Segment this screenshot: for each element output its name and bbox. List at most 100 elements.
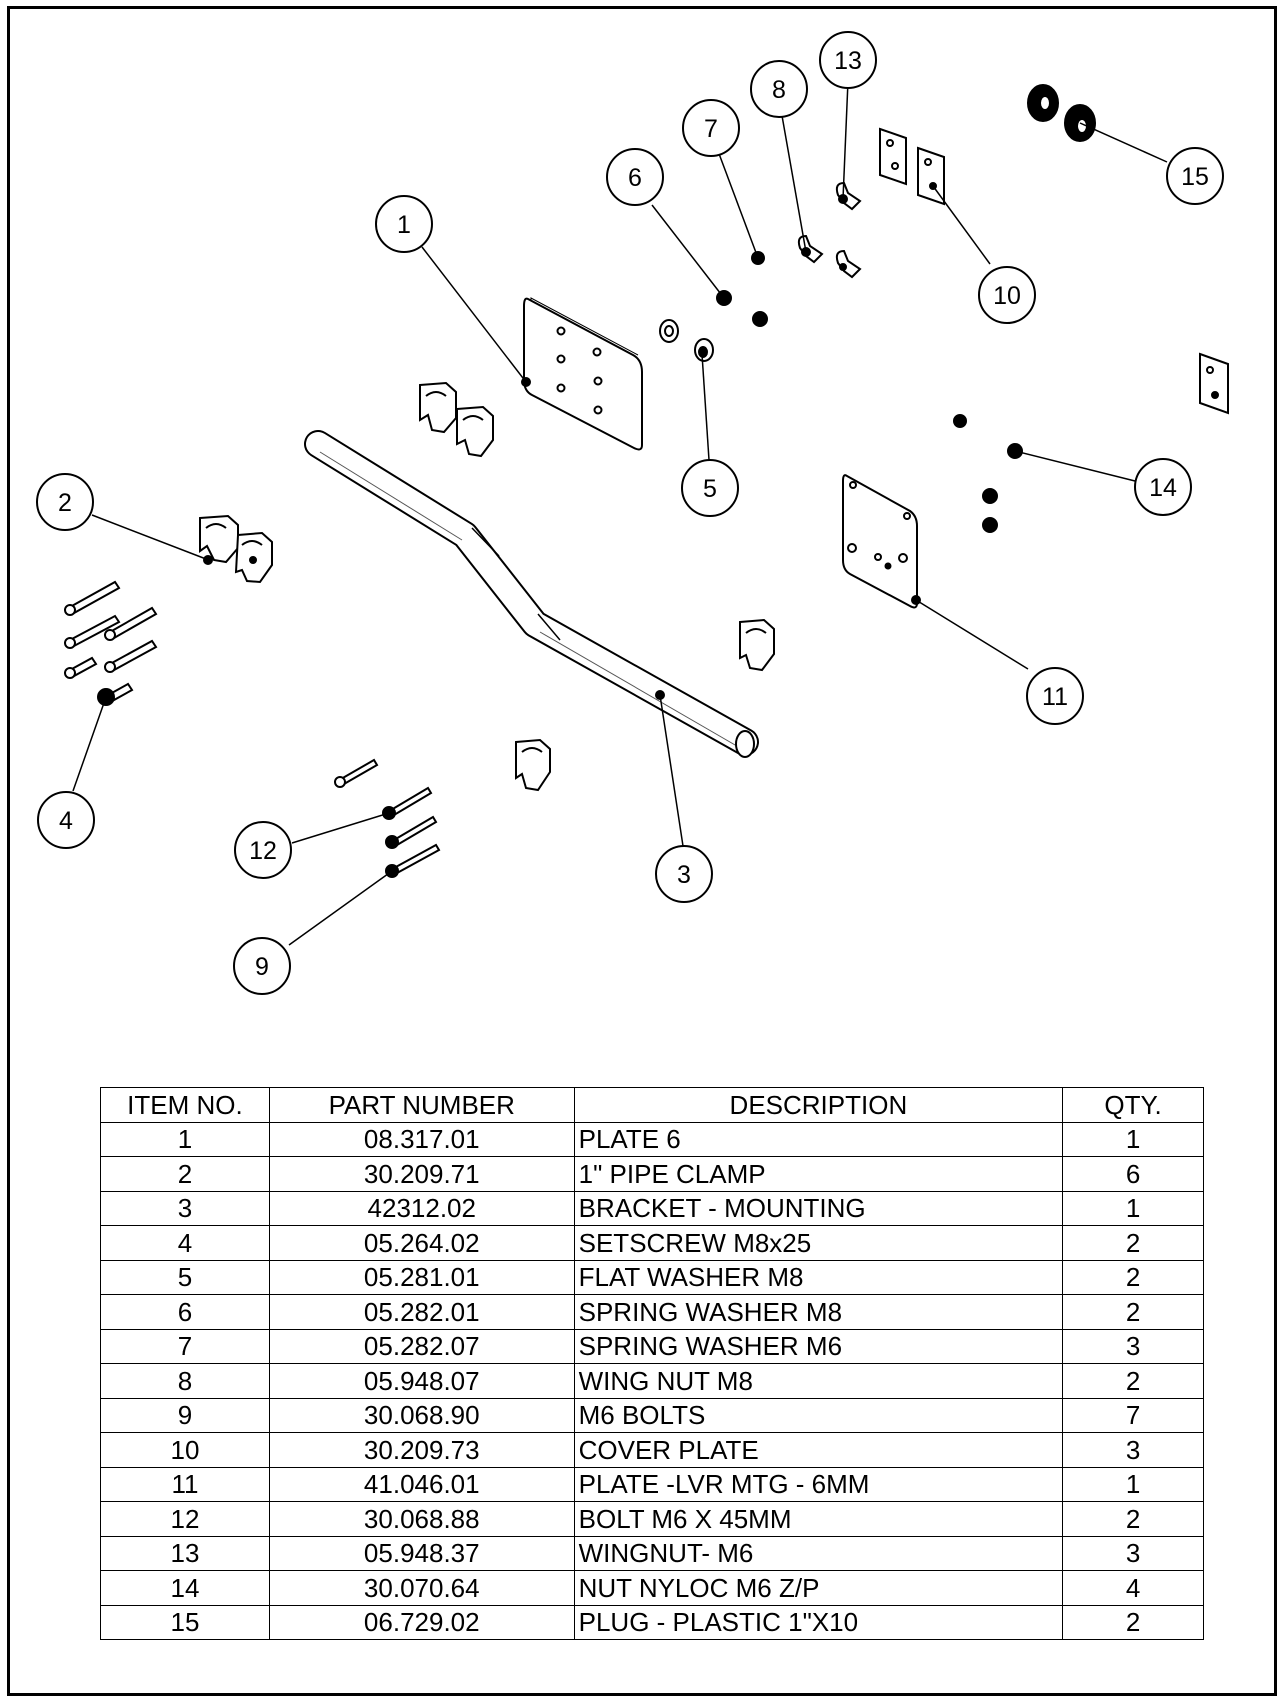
cell-part-number: 05.948.07 — [268, 1363, 575, 1399]
cell-description: PLATE -LVR MTG - 6MM — [573, 1466, 1064, 1502]
balloon-3: 3 — [655, 845, 713, 903]
cell-item-no: 10 — [100, 1432, 270, 1468]
cover-plate — [879, 127, 1229, 415]
balloon-label: 3 — [677, 861, 691, 889]
balloon-1: 1 — [375, 195, 433, 253]
pipe-clamp — [199, 381, 775, 792]
cell-description: NUT NYLOC M6 Z/P — [573, 1570, 1064, 1606]
wing-nuts — [797, 181, 862, 279]
balloon-10: 10 — [978, 266, 1036, 324]
cell-description: SPRING WASHER M6 — [573, 1328, 1064, 1364]
header-qty: QTY. — [1062, 1087, 1204, 1123]
cell-part-number: 41.046.01 — [268, 1466, 575, 1502]
cell-part-number: 05.281.01 — [268, 1259, 575, 1295]
washers — [659, 251, 768, 362]
cell-description: WINGNUT- M6 — [573, 1535, 1064, 1571]
cell-qty: 2 — [1062, 1294, 1204, 1330]
balloon-label: 5 — [703, 475, 717, 503]
leader-lines — [72, 80, 1168, 946]
cell-description: SETSCREW M8x25 — [573, 1225, 1064, 1261]
cell-description: COVER PLATE — [573, 1432, 1064, 1468]
cell-part-number: 30.068.88 — [268, 1501, 575, 1537]
header-description: DESCRIPTION — [573, 1087, 1064, 1123]
plastic-plugs — [1027, 84, 1096, 142]
balloon-label: 15 — [1181, 163, 1209, 191]
balloon-label: 10 — [993, 282, 1021, 310]
cell-description: PLUG - PLASTIC 1"X10 — [573, 1604, 1064, 1640]
balloon-9: 9 — [233, 937, 291, 995]
balloon-label: 6 — [628, 164, 642, 192]
cell-item-no: 3 — [100, 1190, 270, 1226]
m6-bolts — [334, 758, 441, 878]
balloon-14: 14 — [1134, 458, 1192, 516]
cell-part-number: 05.282.07 — [268, 1328, 575, 1364]
cell-part-number: 08.317.01 — [268, 1121, 575, 1157]
cell-description: 1" PIPE CLAMP — [573, 1156, 1064, 1192]
balloon-label: 8 — [772, 76, 786, 104]
header-part-number: PART NUMBER — [268, 1087, 575, 1123]
balloon-label: 4 — [59, 807, 73, 835]
cell-qty: 7 — [1062, 1397, 1204, 1433]
cell-qty: 2 — [1062, 1501, 1204, 1537]
lvr-mtg-plate — [842, 474, 921, 609]
balloon-5: 5 — [681, 459, 739, 517]
balloon-label: 1 — [397, 211, 411, 239]
cell-qty: 3 — [1062, 1328, 1204, 1364]
cell-qty: 2 — [1062, 1604, 1204, 1640]
cell-qty: 2 — [1062, 1259, 1204, 1295]
cell-qty: 2 — [1062, 1363, 1204, 1399]
cell-part-number: 42312.02 — [268, 1190, 575, 1226]
balloon-7: 7 — [682, 99, 740, 157]
bracket-pipe — [304, 430, 759, 758]
cell-item-no: 7 — [100, 1328, 270, 1364]
balloon-label: 13 — [834, 47, 862, 75]
balloon-label: 2 — [58, 489, 72, 517]
exploded-assembly-view: 1 2 3 4 5 6 7 8 9 10 11 12 13 14 15 — [36, 31, 1229, 995]
cell-part-number: 30.070.64 — [268, 1570, 575, 1606]
cell-qty: 4 — [1062, 1570, 1204, 1606]
cell-item-no: 11 — [100, 1466, 270, 1502]
cell-item-no: 4 — [100, 1225, 270, 1261]
cell-part-number: 05.264.02 — [268, 1225, 575, 1261]
cell-qty: 6 — [1062, 1156, 1204, 1192]
cell-item-no: 1 — [100, 1121, 270, 1157]
drawing-sheet-border — [7, 6, 1277, 1696]
setscrew — [64, 580, 158, 706]
cell-description: PLATE 6 — [573, 1121, 1064, 1157]
balloon-label: 7 — [704, 115, 718, 143]
balloon-2: 2 — [36, 473, 94, 531]
cell-part-number: 06.729.02 — [268, 1604, 575, 1640]
balloon-label: 12 — [249, 837, 277, 865]
balloon-label: 9 — [255, 953, 269, 981]
cell-qty: 1 — [1062, 1121, 1204, 1157]
cell-description: WING NUT M8 — [573, 1363, 1064, 1399]
balloon-12: 12 — [234, 821, 292, 879]
balloon-8: 8 — [750, 60, 808, 118]
balloon-15: 15 — [1166, 147, 1224, 205]
balloon-6: 6 — [606, 148, 664, 206]
cell-qty: 2 — [1062, 1225, 1204, 1261]
cell-item-no: 2 — [100, 1156, 270, 1192]
balloon-4: 4 — [37, 791, 95, 849]
cell-qty: 1 — [1062, 1190, 1204, 1226]
cell-part-number: 30.068.90 — [268, 1397, 575, 1433]
cell-description: FLAT WASHER M8 — [573, 1259, 1064, 1295]
nyloc-nuts — [953, 414, 1023, 533]
cell-description: SPRING WASHER M8 — [573, 1294, 1064, 1330]
balloon-11: 11 — [1026, 667, 1084, 725]
plate — [521, 297, 643, 451]
balloon-13: 13 — [819, 31, 877, 89]
cell-part-number: 05.282.01 — [268, 1294, 575, 1330]
